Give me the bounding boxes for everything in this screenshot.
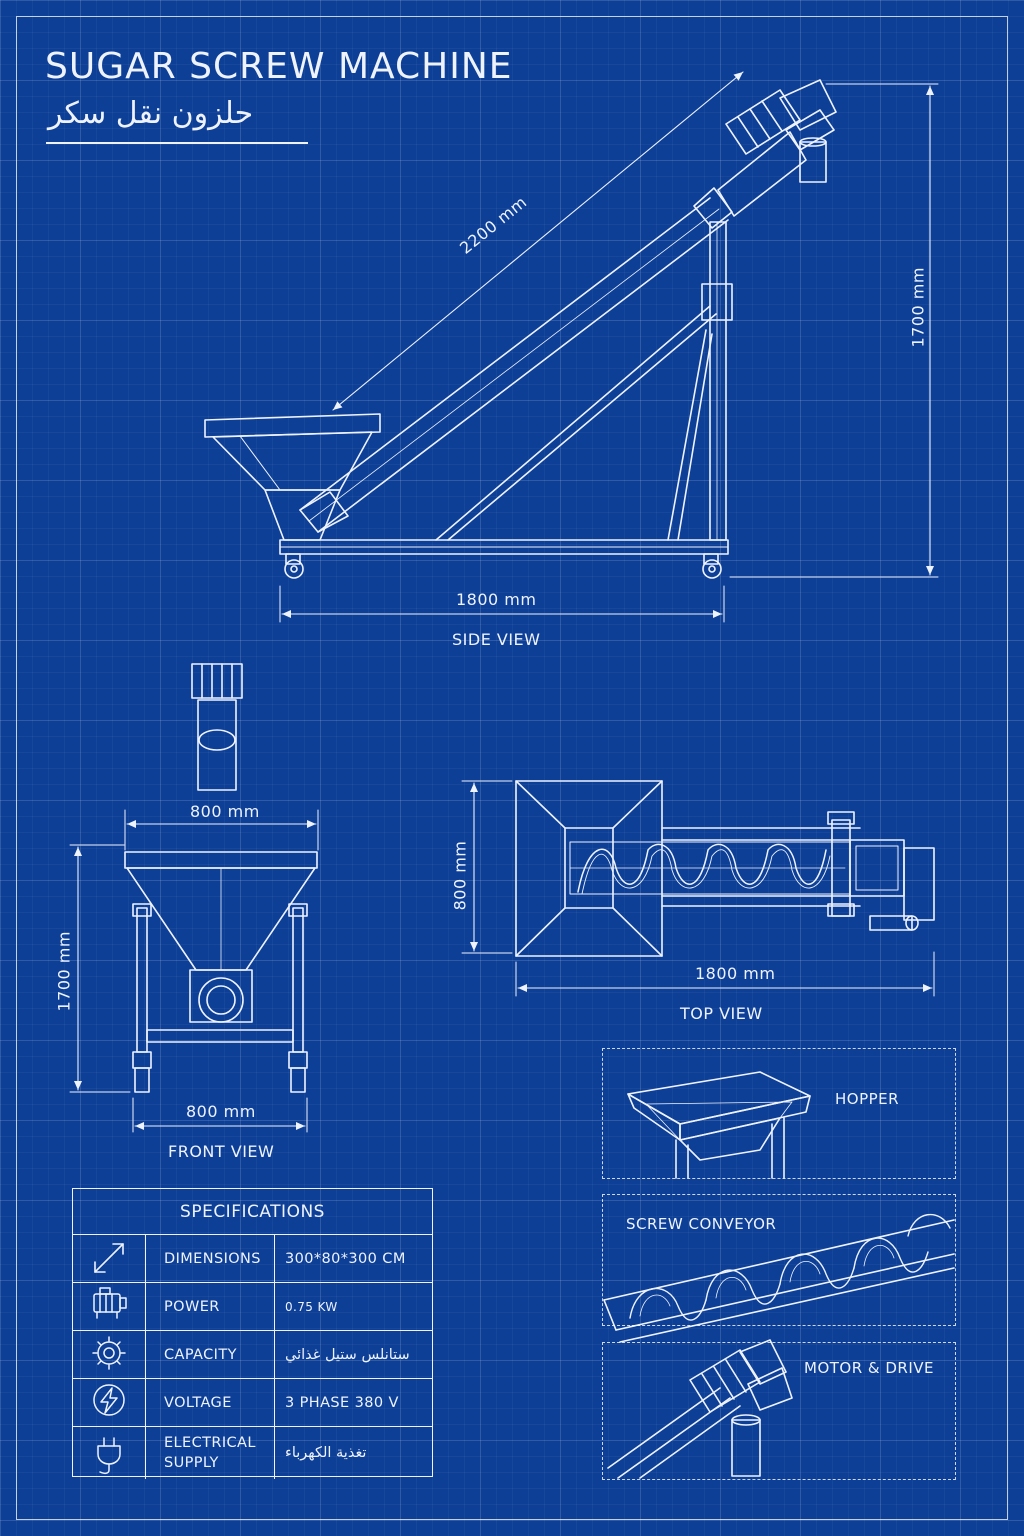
front-view-label: FRONT VIEW bbox=[168, 1142, 275, 1161]
hopper-detail-drawing bbox=[627, 1071, 811, 1179]
spec-row-dimensions: DIMENSIONS 300*80*300 CM bbox=[73, 1235, 432, 1283]
side-view-drawing bbox=[204, 71, 939, 623]
motor-detail-panel bbox=[602, 1342, 956, 1480]
sheet-frame bbox=[16, 16, 1008, 1520]
screw-detail-panel bbox=[602, 1194, 956, 1326]
motor-icon bbox=[93, 1287, 127, 1319]
spec-name: CAPACITY bbox=[146, 1331, 275, 1378]
spec-value: 300*80*300 CM bbox=[285, 1250, 406, 1267]
title-arabic: حلزون نقل سكر bbox=[48, 96, 254, 131]
plug-icon bbox=[97, 1437, 121, 1475]
top-width-dimension: 800 mm bbox=[450, 840, 470, 911]
front-top-width-dimension: 800 mm bbox=[190, 802, 260, 821]
hopper-detail-panel bbox=[602, 1048, 956, 1179]
top-view-drawing bbox=[461, 780, 935, 997]
front-bottom-width-dimension: 800 mm bbox=[186, 1102, 256, 1121]
spec-name: VOLTAGE bbox=[146, 1379, 275, 1426]
top-length-dimension: 1800 mm bbox=[695, 964, 776, 983]
spec-value: 3 PHASE 380 V bbox=[285, 1394, 399, 1411]
hopper-detail-label: HOPPER bbox=[835, 1090, 900, 1108]
spec-name: ELECTRICAL SUPPLY bbox=[146, 1427, 275, 1479]
front-view-drawing bbox=[69, 663, 319, 1133]
motor-detail-label: MOTOR & DRIVE bbox=[804, 1359, 935, 1377]
spec-icon-cell bbox=[73, 1379, 146, 1426]
resize-arrows-icon bbox=[94, 1243, 124, 1273]
specifications-heading: SPECIFICATIONS bbox=[73, 1189, 432, 1235]
top-view-label: TOP VIEW bbox=[680, 1004, 763, 1023]
spec-value: تغذية الكهرباء bbox=[285, 1445, 367, 1461]
spec-icon-cell bbox=[73, 1427, 146, 1479]
spec-name: POWER bbox=[146, 1283, 275, 1330]
screw-detail-label: SCREW CONVEYOR bbox=[626, 1215, 777, 1233]
side-view-label: SIDE VIEW bbox=[452, 630, 541, 649]
motor-detail-drawing bbox=[607, 1339, 793, 1479]
side-base-dimension: 1800 mm bbox=[456, 590, 537, 609]
spec-name: DIMENSIONS bbox=[146, 1235, 275, 1282]
spec-value: ستانلس ستيل غذائي bbox=[285, 1346, 410, 1363]
spec-row-power: POWER 0.75 KW bbox=[73, 1283, 432, 1331]
gear-icon bbox=[92, 1336, 126, 1370]
spec-row-voltage: VOLTAGE 3 PHASE 380 V bbox=[73, 1379, 432, 1427]
specifications-table: SPECIFICATIONS DIMENSIONS 300*80*300 CM … bbox=[72, 1188, 433, 1479]
spec-row-capacity: CAPACITY ستانلس ستيل غذائي bbox=[73, 1331, 432, 1379]
lightning-icon bbox=[93, 1384, 125, 1416]
screw-detail-drawing bbox=[603, 1213, 955, 1343]
front-height-dimension: 1700 mm bbox=[54, 931, 74, 1012]
spec-row-electrical-supply: ELECTRICAL SUPPLY تغذية الكهرباء bbox=[73, 1427, 432, 1479]
side-height-dimension: 1700 mm bbox=[908, 267, 928, 348]
spec-icon-cell bbox=[73, 1235, 146, 1282]
spec-value: 0.75 KW bbox=[285, 1299, 338, 1314]
title-underline bbox=[46, 142, 308, 144]
spec-icon-cell bbox=[73, 1283, 146, 1330]
spec-icon-cell bbox=[73, 1331, 146, 1378]
